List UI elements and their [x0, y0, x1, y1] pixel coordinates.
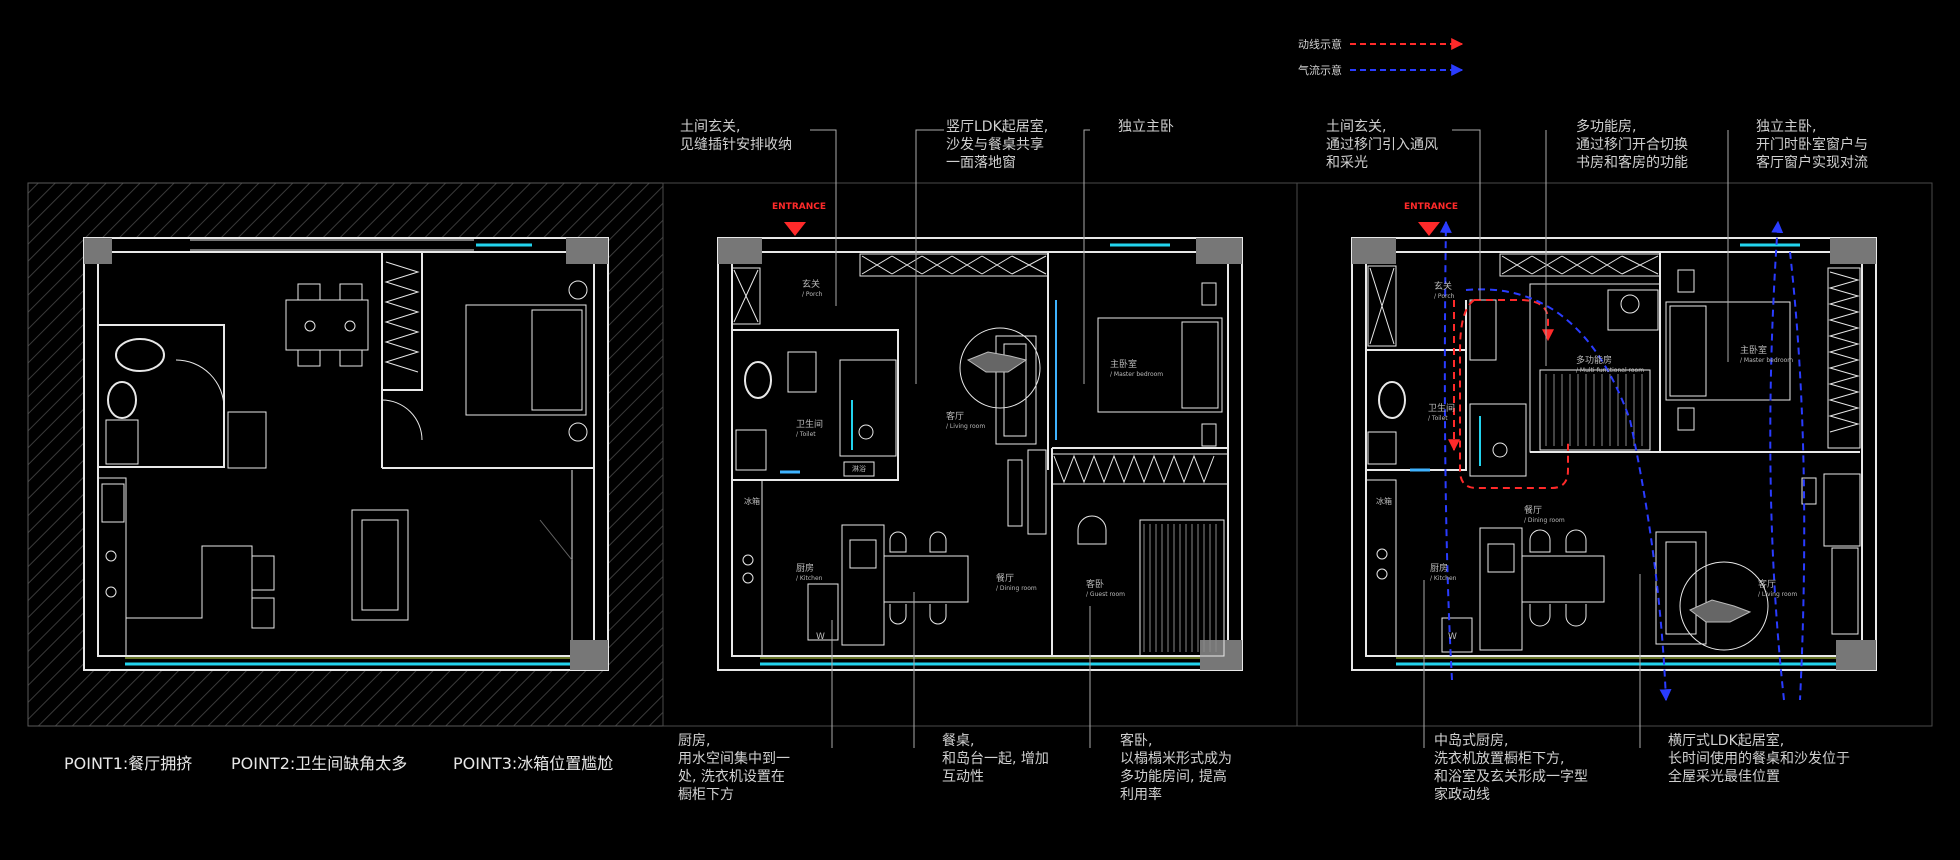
plan2-shower: 淋浴: [852, 465, 866, 473]
plan2-room-dining: 餐厅/ Dining room: [996, 574, 1037, 592]
air-legend-label: 气流示意: [1298, 64, 1342, 77]
plan2-washer: W: [816, 632, 825, 642]
plan3-proposal-b: [1351, 237, 1877, 671]
plan3-callout-multi: 多功能房,通过移门开合切换书房和客房的功能: [1576, 119, 1688, 171]
point-1: POINT1:餐厅拥挤: [64, 754, 193, 773]
entrance-marker-3: [1418, 222, 1440, 236]
plan3-fridge: 冰箱: [1376, 497, 1392, 506]
plan3-frame: [1296, 182, 1933, 727]
entrance-label-3: ENTRANCE: [1404, 202, 1458, 212]
plan2-room-living: 客厅/ Living room: [946, 412, 986, 430]
plan3-callout-kitchen: 中岛式厨房,洗衣机放置橱柜下方,和浴室及玄关形成一字型家政动线: [1434, 733, 1588, 803]
plan2-callout-kitchen: 厨房,用水空间集中到一处, 洗衣机设置在橱柜下方: [678, 733, 790, 803]
entrance-label-2: ENTRANCE: [772, 202, 826, 212]
plan2-callout-guest: 客卧,以榻榻米形式成为多功能房间, 提高利用率: [1120, 733, 1232, 803]
plan2-room-guest: 客卧/ Guest room: [1086, 580, 1125, 598]
plan2-callout-dining: 餐桌,和岛台一起, 增加互动性: [942, 733, 1049, 785]
plan3-circulation-lines: [1439, 220, 1806, 702]
plan2-room-master: 主卧室/ Master bedroom: [1110, 360, 1164, 378]
plan3-room-dining: 餐厅/ Dining room: [1524, 506, 1565, 524]
plan3-washer: W: [1448, 632, 1457, 642]
plan3-room-porch: 玄关/ Porch: [1434, 282, 1455, 300]
plan2-callout-ldk: 竖厅LDK起居室,沙发与餐桌共享一面落地窗: [946, 119, 1049, 171]
entrance-marker-2: [784, 222, 806, 236]
flow-legend-label: 动线示意: [1298, 38, 1342, 51]
plan3-callout-porch: 土间玄关,通过移门引入通风和采光: [1326, 119, 1438, 171]
plan2-room-porch: 玄关/ Porch: [802, 280, 823, 298]
callout-leaders: [810, 129, 1729, 748]
plan3-room-master: 主卧室/ Master bedroom: [1740, 346, 1794, 364]
plan1-original-layout: [83, 237, 609, 671]
plan2-proposal-a: [717, 237, 1243, 671]
plan3-room-living: 客厅/ Living room: [1758, 580, 1798, 598]
plan3-callout-ldk: 横厅式LDK起居室,长时间使用的餐桌和沙发位于全屋采光最佳位置: [1668, 733, 1850, 785]
plan3-room-kitchen: 厨房/ Kitchen: [1430, 564, 1457, 582]
plan3-room-multi: 多功能房/ Multi-functional room: [1576, 356, 1645, 374]
legend: [1350, 38, 1464, 76]
plan2-callout-master: 独立主卧: [1118, 119, 1174, 135]
plan2-callout-porch: 土间玄关,见缝插针安排收纳: [680, 119, 792, 153]
plan3-callout-master: 独立主卧,开门时卧室窗户与客厅窗户实现对流: [1756, 119, 1868, 171]
plan3-room-toilet: 卫生间/ Toilet: [1428, 404, 1456, 422]
plan2-room-toilet: 卫生间/ Toilet: [796, 420, 824, 438]
plan2-room-kitchen: 厨房/ Kitchen: [796, 564, 823, 582]
point-3: POINT3:冰箱位置尴尬: [453, 754, 614, 773]
plan2-fridge: 冰箱: [744, 497, 760, 506]
point-2: POINT2:卫生间缺角太多: [231, 754, 408, 773]
